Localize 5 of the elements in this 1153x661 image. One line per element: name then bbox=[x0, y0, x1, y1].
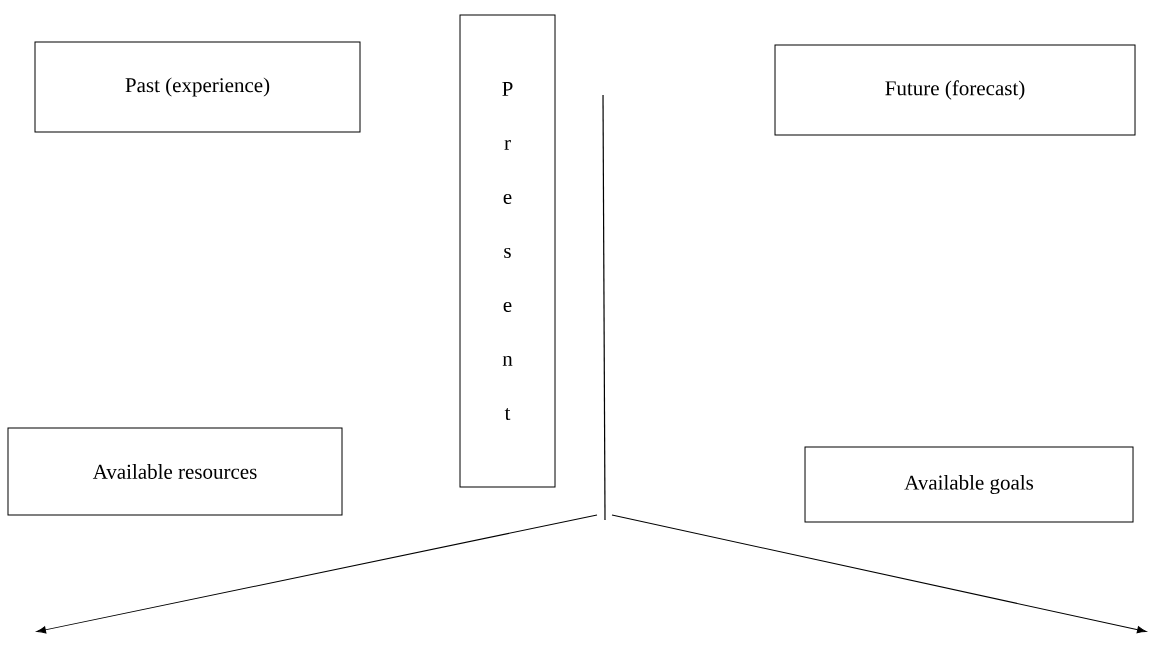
text-box: Future (forecast) bbox=[774, 44, 1136, 136]
vertical-text-box: P r e s e n t bbox=[459, 14, 556, 488]
text-box: Available goals bbox=[804, 446, 1134, 523]
text-box: Available resources bbox=[7, 427, 343, 516]
text-box: Past (experience) bbox=[34, 41, 361, 133]
